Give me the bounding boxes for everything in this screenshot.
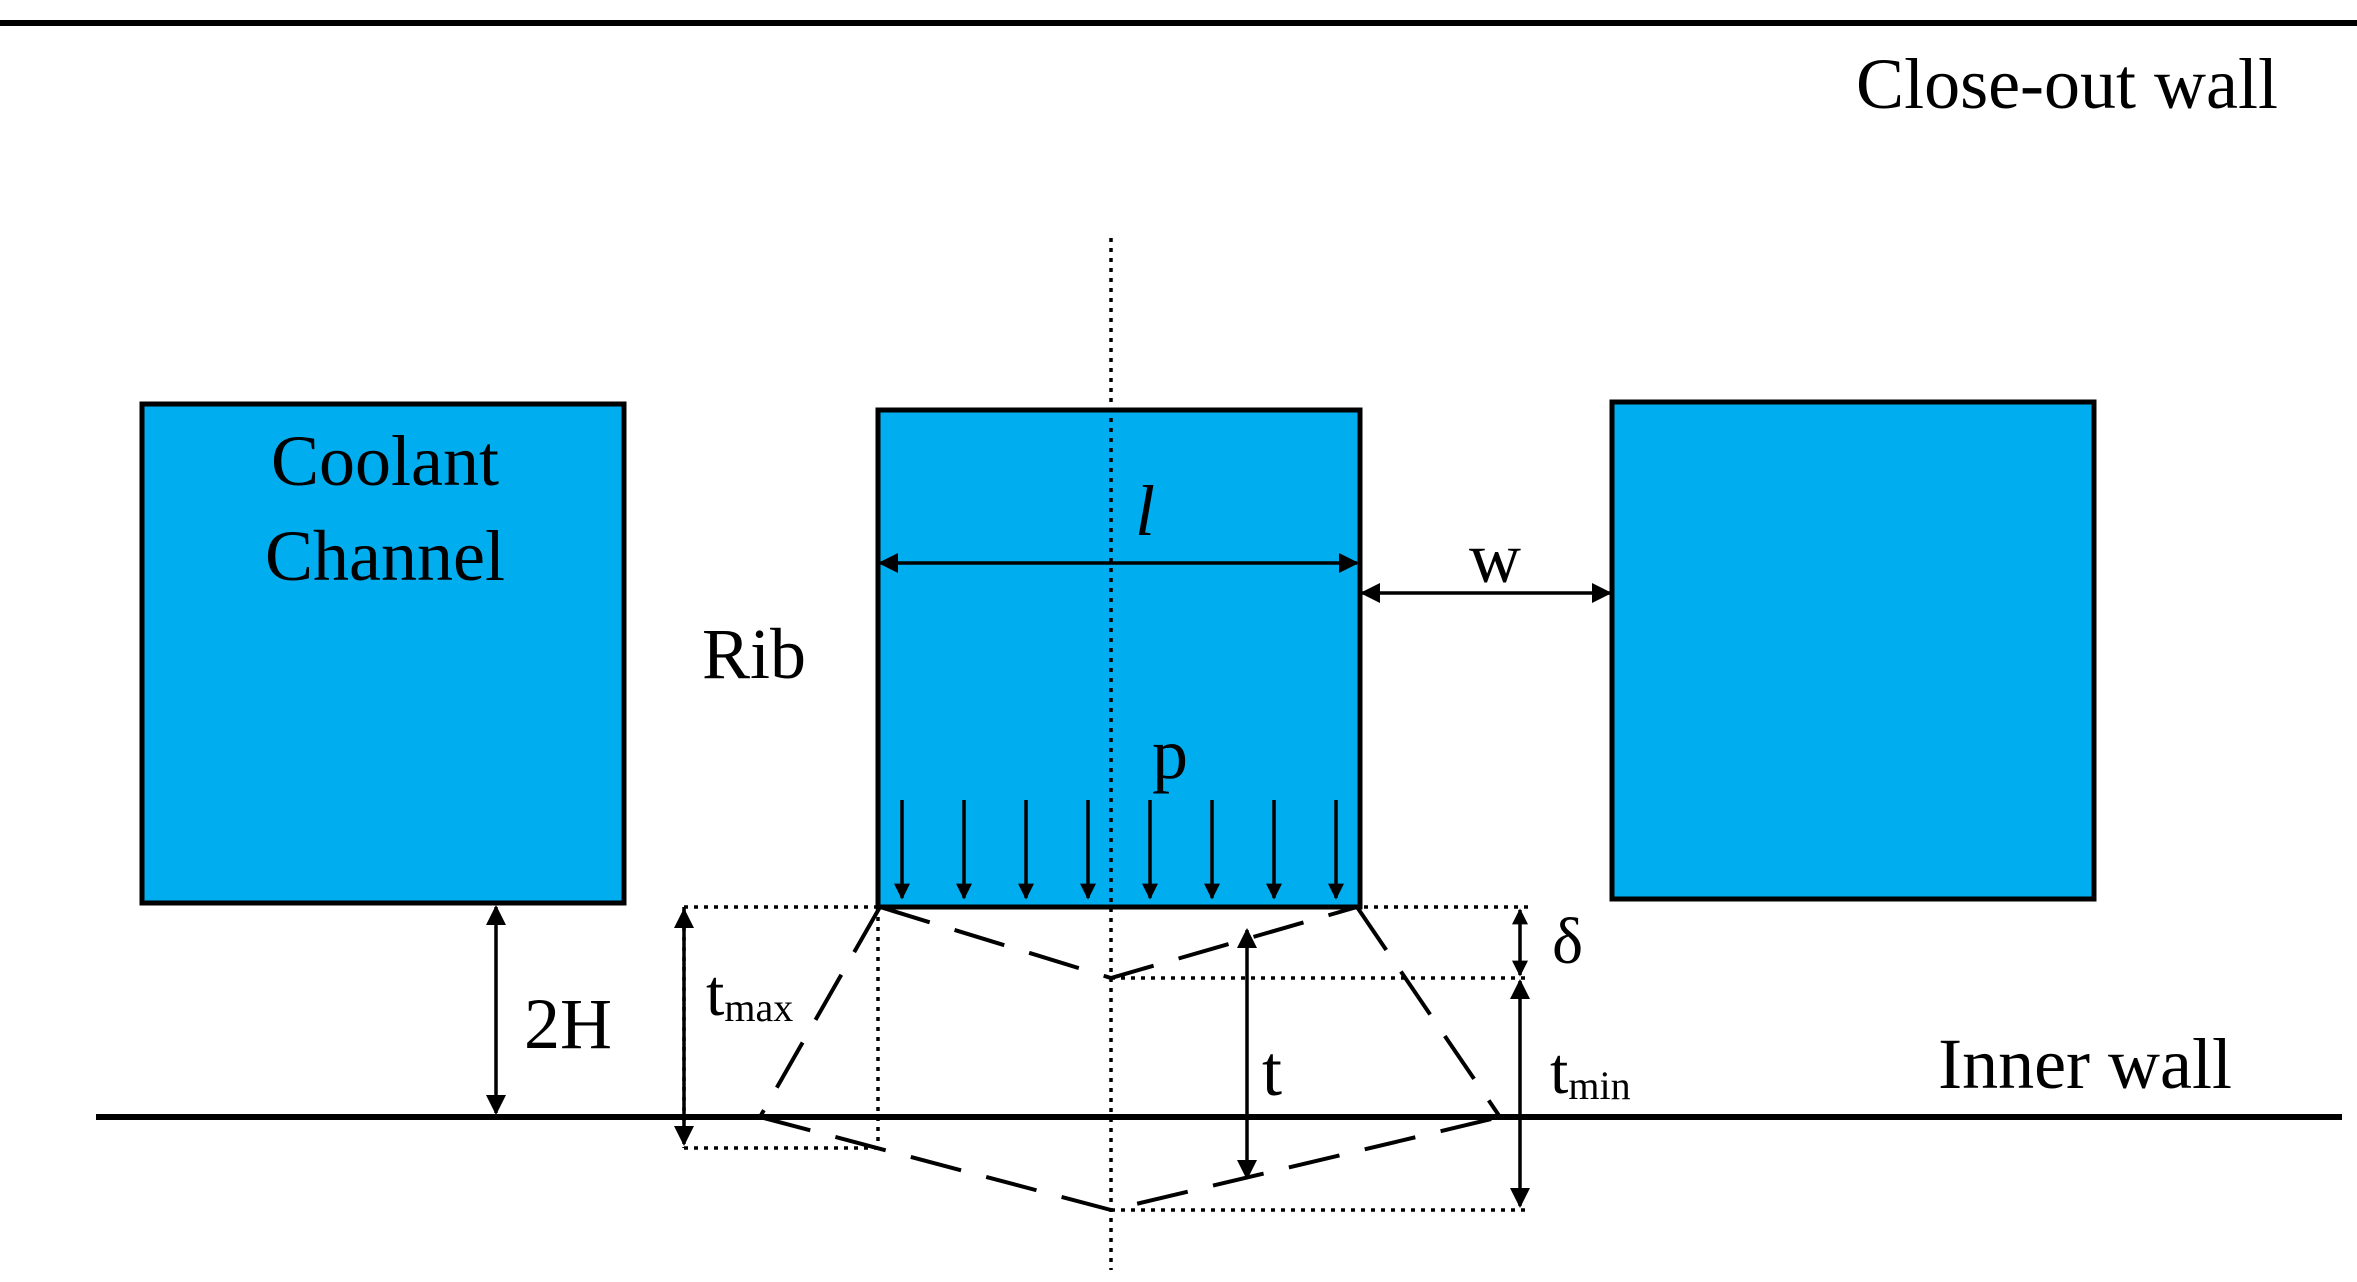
2h-label: 2H bbox=[524, 984, 612, 1064]
t-label: t bbox=[1262, 1031, 1282, 1111]
inner-wall-label: Inner wall bbox=[1938, 1024, 2232, 1104]
coolant-label-line1: Coolant bbox=[271, 421, 499, 501]
tmax-label: tmax bbox=[706, 957, 793, 1030]
tmin-label: tmin bbox=[1550, 1035, 1631, 1108]
coolant-channel-middle bbox=[875, 407, 1363, 910]
dotted-reference-lines bbox=[682, 905, 1530, 1212]
tmax-label-base: t bbox=[706, 957, 724, 1030]
w-label: w bbox=[1469, 518, 1521, 598]
tmax-label-sub: max bbox=[724, 985, 793, 1030]
l-label: l bbox=[1135, 471, 1155, 551]
coolant-channel-left bbox=[139, 401, 627, 906]
coolant-channel-right bbox=[1609, 399, 2097, 902]
close-out-wall-label: Close-out wall bbox=[1856, 44, 2278, 124]
tmin-label-sub: min bbox=[1568, 1063, 1630, 1108]
coolant-label-line2: Channel bbox=[265, 516, 505, 596]
delta-label: δ bbox=[1552, 905, 1583, 978]
deformed-shape bbox=[758, 905, 1502, 1213]
tmin-label-base: t bbox=[1550, 1035, 1568, 1108]
rib-label: Rib bbox=[702, 614, 806, 694]
p-label: p bbox=[1152, 714, 1188, 794]
pressure-arrows bbox=[894, 800, 1344, 900]
